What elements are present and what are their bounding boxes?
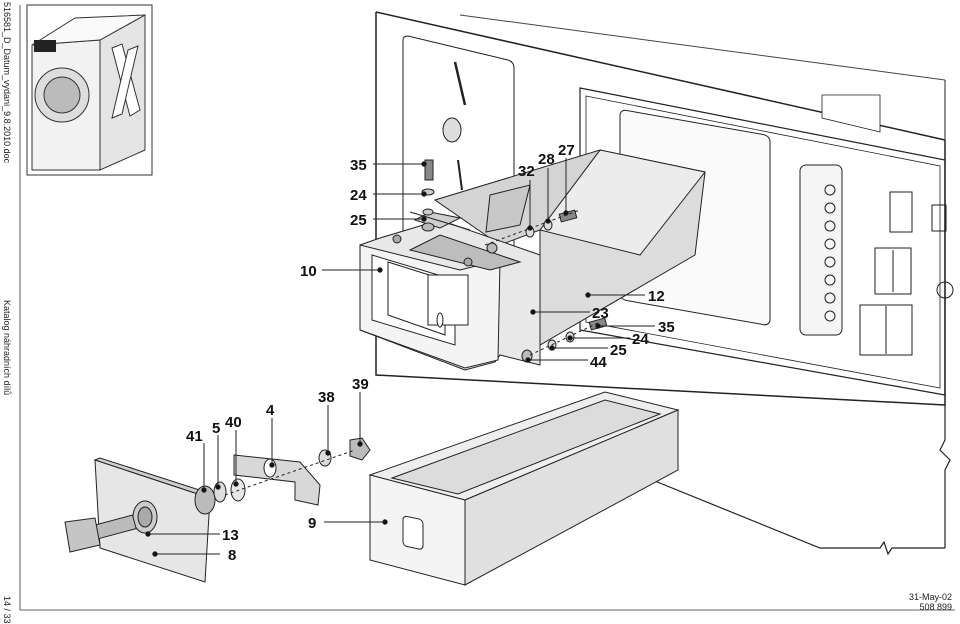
callout-12: 12 <box>648 288 665 305</box>
callout-25-top: 25 <box>350 212 367 229</box>
callout-24-bottom: 24 <box>632 331 649 348</box>
callout-numbers: 35 24 25 10 32 28 27 12 23 35 24 25 44 3… <box>186 142 675 564</box>
callout-28: 28 <box>538 151 555 168</box>
callout-10: 10 <box>300 263 317 280</box>
callout-44: 44 <box>590 354 607 371</box>
callout-4: 4 <box>266 402 275 419</box>
callout-32: 32 <box>518 163 535 180</box>
cover-plate-and-lock <box>64 437 371 583</box>
callout-41: 41 <box>186 428 203 445</box>
callout-9: 9 <box>308 515 316 532</box>
callout-38: 38 <box>318 389 335 406</box>
machine-thumbnail <box>26 4 153 176</box>
tray-part <box>368 391 680 586</box>
callout-24-top: 24 <box>350 187 367 204</box>
callout-8: 8 <box>228 547 236 564</box>
callout-23: 23 <box>592 305 609 322</box>
callout-35-bottom: 35 <box>658 319 675 336</box>
footer-code: 508 899 <box>919 602 952 612</box>
callout-39: 39 <box>352 376 369 393</box>
callout-27: 27 <box>558 142 575 159</box>
callout-35-top: 35 <box>350 157 367 174</box>
callout-40: 40 <box>225 414 242 431</box>
callout-13: 13 <box>222 527 239 544</box>
leader-lines <box>145 158 655 557</box>
duct-assembly <box>359 149 706 371</box>
footer-date: 31-May-02 <box>908 592 952 602</box>
callout-25-bottom: 25 <box>610 342 627 359</box>
callout-5: 5 <box>212 420 220 437</box>
